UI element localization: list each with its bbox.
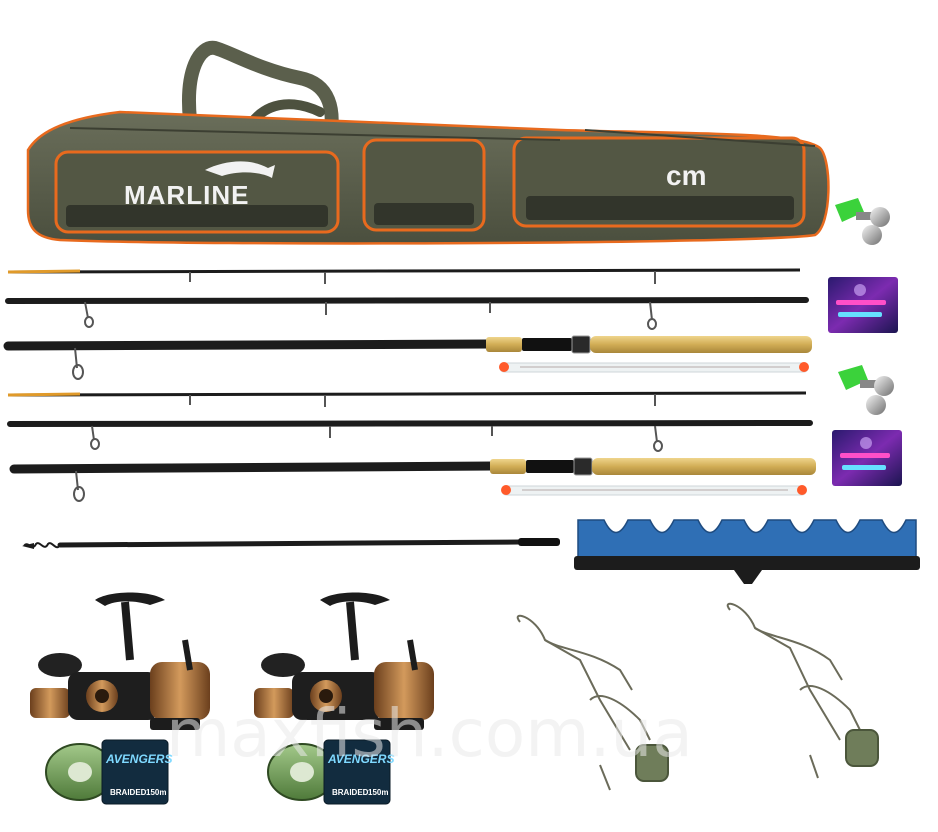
bag-size-label: cm <box>666 160 706 191</box>
bag-brand-label: MARLINE <box>124 180 249 210</box>
rod-bag: MARLINE cm <box>26 40 830 245</box>
line-brand-label: AVENGERS <box>327 752 394 766</box>
line-type-label: BRAIDED <box>332 788 369 797</box>
light-stick-pack-icon <box>832 430 902 486</box>
bell-alarm-icon <box>838 365 894 415</box>
bank-stick <box>22 538 560 549</box>
marlin-logo-icon <box>205 161 275 178</box>
feeder-rod-1 <box>3 268 812 380</box>
braided-line-spool-2: AVENGERS BRAIDED 150m <box>267 739 394 805</box>
light-stick-pack-icon <box>828 277 898 333</box>
line-brand-label: AVENGERS <box>105 752 172 766</box>
watermark: maxfish.com.ua <box>166 695 693 772</box>
bell-alarm-icon <box>835 198 890 245</box>
rod-rest-icon <box>574 519 920 584</box>
feeder-rod-2 <box>7 391 816 502</box>
line-length-label: 150m <box>368 788 388 797</box>
feeder-rig-icon <box>726 602 879 779</box>
spinning-reel-icon <box>30 592 210 730</box>
feeder-rig-icon <box>516 614 669 791</box>
line-length-label: 150m <box>146 788 166 797</box>
line-type-label: BRAIDED <box>110 788 147 797</box>
spinning-reel-icon <box>254 592 434 730</box>
braided-line-spool-1: AVENGERS BRAIDED 150m <box>45 739 172 805</box>
